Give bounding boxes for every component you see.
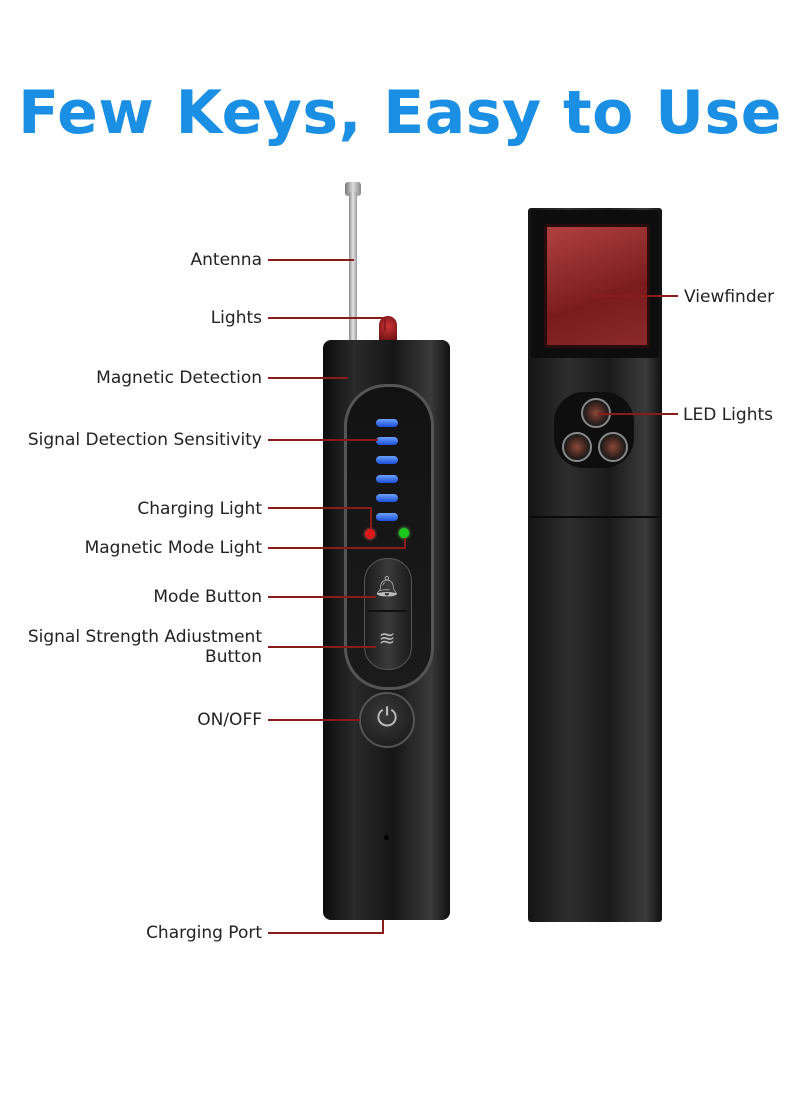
sensitivity-bar — [376, 513, 398, 521]
page-title: Few Keys, Easy to Use — [18, 78, 782, 148]
button-pill — [364, 558, 412, 670]
label-signal-strength-button: Signal Strength Adiustment Button — [28, 627, 262, 667]
callout-line — [268, 547, 406, 549]
label-led-lights: LED Lights — [683, 405, 773, 425]
label-magnetic-mode-light: Magnetic Mode Light — [84, 538, 262, 558]
charging-light-indicator — [365, 529, 375, 539]
sensitivity-bar — [376, 437, 398, 445]
callout-line — [268, 932, 384, 934]
callout-line — [268, 377, 348, 379]
power-icon: ⏻ — [376, 703, 398, 733]
callout-line — [268, 719, 360, 721]
label-signal-strength-line2: Button — [205, 647, 262, 667]
callout-line — [268, 507, 372, 509]
microphone-hole — [384, 835, 389, 840]
top-light — [379, 316, 397, 342]
body-seam — [531, 516, 659, 518]
label-charging-port: Charging Port — [146, 923, 262, 943]
siren-icon[interactable]: 🔔︎ — [374, 574, 400, 598]
sensitivity-bar — [376, 456, 398, 464]
callout-line — [598, 413, 678, 415]
sensitivity-bar — [376, 419, 398, 427]
callout-line — [384, 317, 386, 331]
led-light — [598, 432, 628, 462]
label-signal-strength-line1: Signal Strength Adiustment — [27, 627, 262, 647]
callout-line — [590, 295, 678, 297]
power-button[interactable] — [359, 692, 415, 748]
sensitivity-bar — [376, 475, 398, 483]
callout-line — [268, 439, 378, 441]
callout-line — [268, 596, 376, 598]
callout-line — [370, 507, 372, 529]
label-on-off: ON/OFF — [197, 710, 262, 730]
wifi-signal-icon[interactable]: ≋ — [378, 626, 396, 650]
callout-line — [382, 920, 384, 934]
label-magnetic-detection: Magnetic Detection — [96, 368, 262, 388]
sensitivity-bar — [376, 494, 398, 502]
led-light — [562, 432, 592, 462]
callout-line — [268, 317, 386, 319]
label-lights: Lights — [210, 308, 262, 328]
antenna — [349, 192, 357, 342]
callout-line — [268, 646, 376, 648]
callout-line — [268, 259, 354, 261]
callout-line — [404, 538, 406, 548]
viewfinder-lens — [544, 224, 650, 348]
label-antenna: Antenna — [190, 250, 263, 270]
label-signal-detection-sensitivity: Signal Detection Sensitivity — [27, 430, 262, 450]
label-viewfinder: Viewfinder — [684, 287, 775, 307]
button-divider — [368, 610, 406, 612]
label-mode-button: Mode Button — [153, 587, 262, 607]
magnetic-mode-light-indicator — [399, 528, 409, 538]
label-charging-light: Charging Light — [137, 499, 262, 519]
